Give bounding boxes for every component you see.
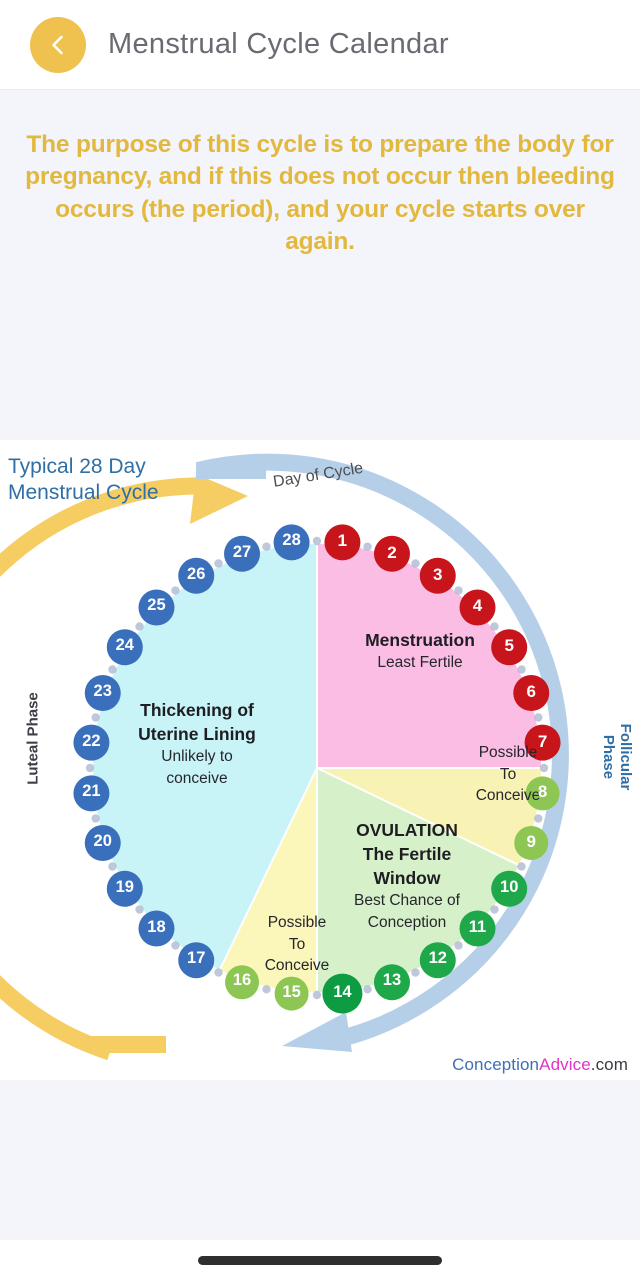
luteal-arrowhead-icon <box>190 474 248 524</box>
connector-dot <box>171 586 180 595</box>
day-marker-6[interactable] <box>513 675 550 712</box>
day-marker-8[interactable] <box>525 776 560 811</box>
connector-dot <box>91 814 100 823</box>
connector-dot <box>454 941 463 950</box>
connector-dot <box>490 905 499 914</box>
cycle-wheel-graphic <box>0 453 569 1061</box>
day-marker-16[interactable] <box>225 965 260 1000</box>
connector-dot <box>135 905 144 914</box>
day-marker-25[interactable] <box>138 589 175 626</box>
connector-dot <box>411 968 420 977</box>
segment-possible-left <box>219 768 317 992</box>
day-marker-13[interactable] <box>373 964 410 1001</box>
divider-thickening <box>218 767 318 971</box>
connector-dot <box>262 542 271 551</box>
connector-dot <box>214 968 223 977</box>
watermark-part3: .com <box>590 1055 628 1074</box>
home-indicator-area <box>0 1240 640 1280</box>
app-header: Menstrual Cycle Calendar <box>0 0 640 90</box>
day-marker-2[interactable] <box>373 535 410 572</box>
segment-possible-right <box>317 768 541 866</box>
day-marker-19[interactable] <box>106 870 143 907</box>
menstrual-cycle-diagram: Typical 28 Day Menstrual Cycle Day of Cy… <box>0 440 640 1080</box>
watermark: ConceptionAdvice.com <box>452 1055 628 1075</box>
day-marker-23[interactable] <box>84 675 121 712</box>
connector-dot <box>108 665 117 674</box>
follicular-arc-tail <box>196 462 266 479</box>
day-marker-15[interactable] <box>274 976 309 1011</box>
cycle-segments <box>92 544 541 992</box>
chevron-left-icon <box>52 35 63 54</box>
day-marker-17[interactable] <box>178 942 215 979</box>
segment-menstruation <box>317 544 541 768</box>
day-marker-11[interactable] <box>459 910 496 947</box>
day-marker-22[interactable] <box>73 724 110 761</box>
day-markers <box>73 524 561 1014</box>
connector-dot <box>262 985 271 994</box>
follicular-arc <box>198 453 569 1049</box>
connector-dot <box>490 622 499 631</box>
watermark-part2: Advice <box>539 1055 591 1074</box>
connector-dot <box>171 941 180 950</box>
follicular-arrowhead-icon <box>282 1012 352 1052</box>
day-marker-20[interactable] <box>84 824 121 861</box>
luteal-arc <box>0 477 201 1061</box>
connector-dot <box>411 559 420 568</box>
connector-dot <box>517 862 526 871</box>
connector-dot <box>312 536 322 546</box>
segment-dividers <box>218 544 541 992</box>
day-marker-7[interactable] <box>524 724 561 761</box>
day-marker-18[interactable] <box>138 910 175 947</box>
divider-ovulation <box>316 767 520 867</box>
connector-dot <box>517 665 526 674</box>
connector-dot <box>214 559 223 568</box>
connector-dot <box>363 985 372 994</box>
connector-dot <box>534 713 543 722</box>
connector-dot <box>454 586 463 595</box>
connector-dot <box>312 990 322 1000</box>
day-marker-3[interactable] <box>419 557 456 594</box>
connector-dot <box>91 713 100 722</box>
day-marker-9[interactable] <box>514 825 549 860</box>
day-marker-26[interactable] <box>178 557 215 594</box>
day-marker-28[interactable] <box>273 524 310 561</box>
day-marker-4[interactable] <box>459 589 496 626</box>
day-marker-12[interactable] <box>419 942 456 979</box>
back-button[interactable] <box>30 16 86 73</box>
watermark-part1: Conception <box>452 1055 540 1074</box>
day-marker-14[interactable] <box>322 973 363 1014</box>
purpose-section: The purpose of this cycle is to prepare … <box>0 91 640 431</box>
page-title: Menstrual Cycle Calendar <box>108 28 449 60</box>
connector-dot <box>534 814 543 823</box>
connector-dot <box>363 542 372 551</box>
connector-dot <box>539 763 549 773</box>
connector-dot <box>108 862 117 871</box>
day-marker-27[interactable] <box>224 535 261 572</box>
purpose-text: The purpose of this cycle is to prepare … <box>25 131 615 255</box>
day-connector-dots <box>85 536 549 1000</box>
day-marker-10[interactable] <box>491 870 528 907</box>
connector-dot <box>85 763 95 773</box>
segment-ovulation <box>317 768 519 992</box>
luteal-arc-tail <box>88 1036 166 1053</box>
day-marker-24[interactable] <box>106 629 143 666</box>
day-marker-5[interactable] <box>491 629 528 666</box>
connector-dot <box>135 622 144 631</box>
home-indicator[interactable] <box>198 1255 442 1265</box>
day-marker-1[interactable] <box>324 524 361 561</box>
day-marker-21[interactable] <box>73 775 110 812</box>
segment-thickening <box>92 544 317 970</box>
